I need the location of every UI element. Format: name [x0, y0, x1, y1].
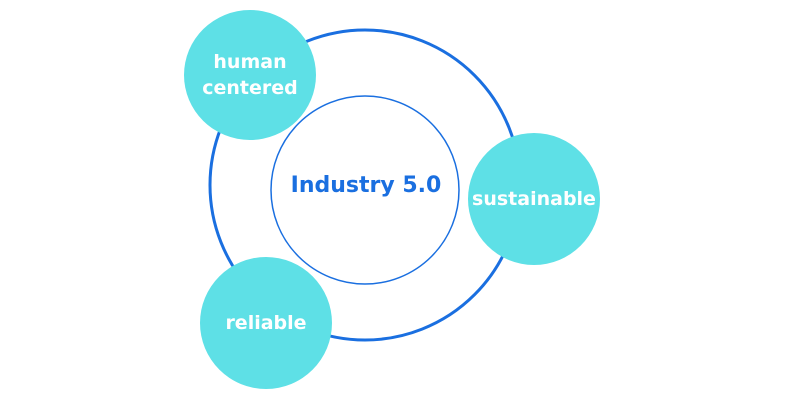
bubble-sustainable: sustainable	[468, 133, 600, 265]
bubble-reliable-label: reliable	[225, 312, 307, 334]
inner-ring	[270, 95, 460, 285]
center-label: Industry 5.0	[290, 173, 442, 198]
bubble-reliable: reliable	[200, 257, 332, 389]
bubble-sustainable-label: sustainable	[472, 188, 596, 210]
bubble-human-centered-line2: centered	[202, 77, 298, 99]
bubble-human-centered: human centered	[184, 10, 316, 140]
bubble-human-centered-line1: human	[213, 51, 287, 73]
bubble-human-centered-text: human centered	[202, 49, 298, 101]
